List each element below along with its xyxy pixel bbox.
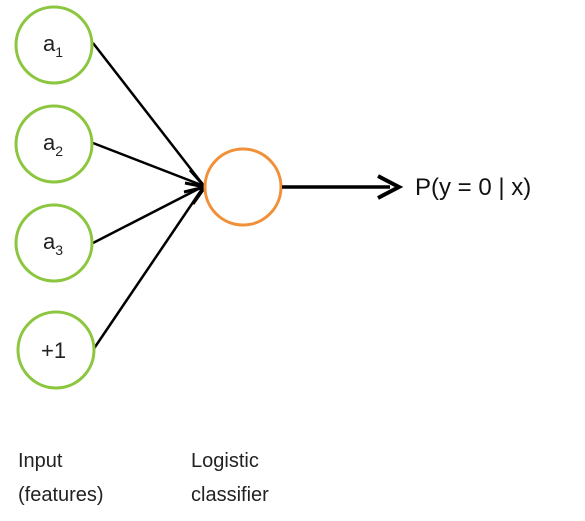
svg-text:a3: a3 xyxy=(43,229,63,258)
input-node-1: a1 xyxy=(14,5,94,85)
output-arrow xyxy=(282,174,404,200)
input-node-3-label: a xyxy=(43,229,56,254)
svg-text:a2: a2 xyxy=(43,130,63,159)
classifier-node xyxy=(203,147,283,227)
edge-input-2 xyxy=(92,141,205,188)
input-node-2-label: a xyxy=(43,130,56,155)
input-caption: Input (features) xyxy=(18,450,104,506)
input-nodes: a1 a2 a3 +1 xyxy=(14,5,96,390)
input-node-4-label: +1 xyxy=(41,338,66,363)
input-node-2: a2 xyxy=(14,104,94,184)
classifier-caption: Logistic classifier xyxy=(191,450,269,506)
input-node-3: a3 xyxy=(14,203,94,283)
svg-text:a1: a1 xyxy=(43,31,63,60)
input-caption-line1: Input xyxy=(18,450,63,472)
input-node-3-subscript: 3 xyxy=(55,242,63,258)
input-node-2-subscript: 2 xyxy=(55,143,63,159)
input-caption-line2: (features) xyxy=(18,484,104,506)
edges xyxy=(91,42,210,351)
input-node-1-label: a xyxy=(43,31,56,56)
edge-input-3 xyxy=(92,184,205,245)
output-label: P(y = 0 | x) xyxy=(415,174,531,201)
input-node-4: +1 xyxy=(16,310,96,390)
classifier-caption-line1: Logistic xyxy=(191,450,259,472)
input-node-1-subscript: 1 xyxy=(55,44,63,60)
classifier-caption-line2: classifier xyxy=(191,484,269,506)
svg-text:+1: +1 xyxy=(41,338,66,363)
edge-input-4 xyxy=(91,185,206,351)
edge-input-1 xyxy=(92,42,205,187)
